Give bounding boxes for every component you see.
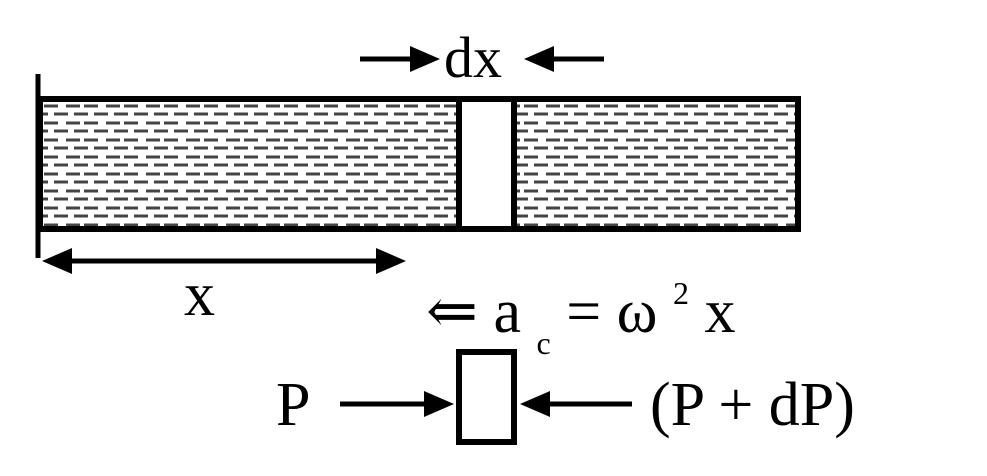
acceleration-x: x <box>704 278 735 346</box>
dx-arrow-left-head <box>410 46 440 72</box>
pressure-right-arrow-head <box>520 391 550 417</box>
pressure-left-arrow-head <box>424 391 454 417</box>
x-dimension-head-left <box>42 248 72 274</box>
pressure-right-label: (P + dP) <box>650 371 855 439</box>
x-label: x <box>184 261 215 329</box>
fluid-element-dx <box>456 96 517 232</box>
tube-outline <box>37 96 801 232</box>
liquid-fill-right <box>514 100 798 228</box>
liquid-fill-left <box>40 100 460 228</box>
acceleration-equals-omega: = ω <box>566 278 657 346</box>
pressure-left-label: P <box>276 371 310 439</box>
dx-arrow-right-head <box>524 46 554 72</box>
acceleration-direction-arrow: ⇐ <box>426 278 478 346</box>
x-dimension-head-right <box>376 248 406 274</box>
acceleration-subscript: c <box>536 325 550 361</box>
dx-label: dx <box>444 25 502 90</box>
acceleration-superscript: 2 <box>673 275 689 311</box>
centripetal-acceleration-label: ⇐ a c = ω 2 x <box>426 250 735 368</box>
free-body-element <box>456 349 517 445</box>
acceleration-symbol: a <box>493 278 521 346</box>
